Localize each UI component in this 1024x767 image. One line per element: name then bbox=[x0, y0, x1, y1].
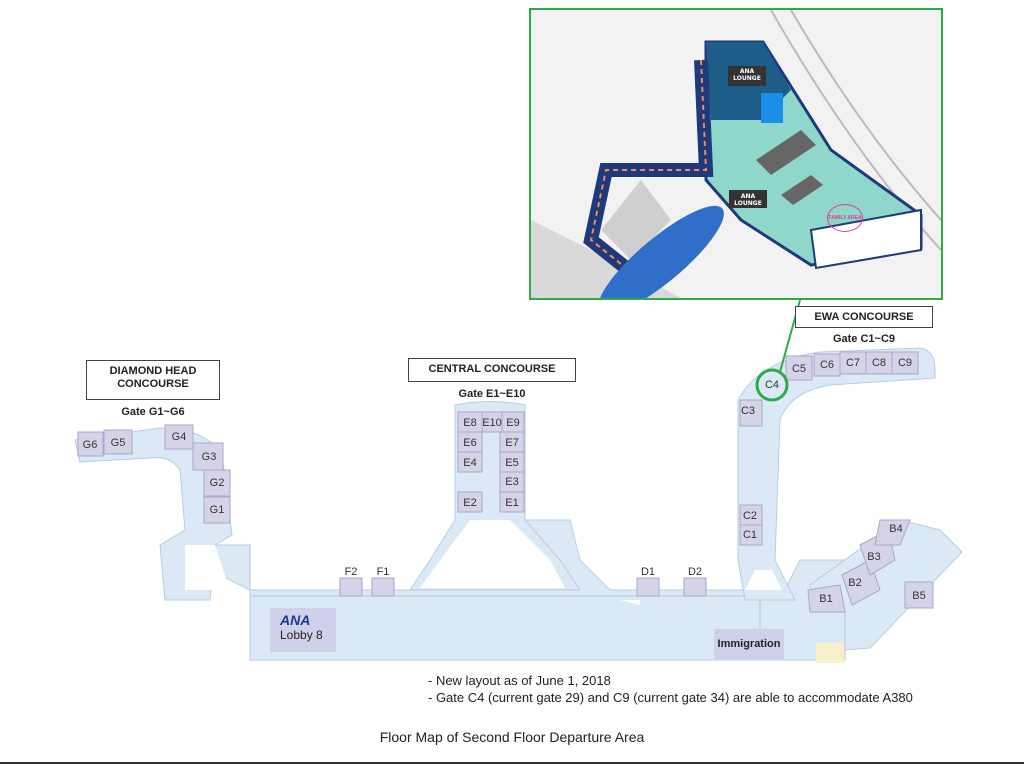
gate-label: G2 bbox=[210, 477, 225, 489]
diamond-head-title-line2: CONCOURSE bbox=[117, 378, 189, 390]
gate-label: B5 bbox=[912, 590, 925, 602]
gate-label: F2 bbox=[345, 566, 358, 578]
map-caption: Floor Map of Second Floor Departure Area bbox=[379, 729, 645, 745]
gate-label: G3 bbox=[202, 451, 217, 463]
yellow-area bbox=[816, 643, 844, 663]
gate-label: G5 bbox=[111, 437, 126, 449]
ewa-concourse-box: EWA CONCOURSE bbox=[795, 306, 933, 328]
gate-label: E5 bbox=[505, 457, 518, 469]
note-line: - New layout as of June 1, 2018 bbox=[428, 673, 611, 688]
gate-label: B2 bbox=[848, 577, 861, 589]
gate-label: C7 bbox=[846, 357, 860, 369]
ana-lobby-8: ANA Lobby 8 bbox=[270, 608, 336, 652]
gate-boxes bbox=[77, 351, 934, 613]
gate-label: D2 bbox=[688, 566, 702, 578]
gate-label: B1 bbox=[819, 593, 832, 605]
central-concourse-box: CENTRAL CONCOURSE bbox=[408, 358, 576, 382]
gate-label: C1 bbox=[743, 529, 757, 541]
gate-label: C9 bbox=[898, 357, 912, 369]
lobby-label: Lobby 8 bbox=[280, 628, 323, 642]
gate-label: F1 bbox=[377, 566, 390, 578]
gate-label: B3 bbox=[867, 551, 880, 563]
ana-lounge-label-mid: ANA LOUNGE bbox=[734, 193, 762, 207]
gate-label: G4 bbox=[172, 431, 187, 443]
gate-label: C8 bbox=[872, 357, 886, 369]
corridor-holes bbox=[185, 520, 782, 605]
gate-label: C5 bbox=[792, 363, 806, 375]
gate-label: B4 bbox=[889, 523, 902, 535]
bottom-divider bbox=[0, 762, 1024, 764]
gate-label: E8 bbox=[463, 417, 476, 429]
gate-label: C2 bbox=[743, 510, 757, 522]
c4-highlight-circle bbox=[755, 368, 789, 402]
gate-label: E7 bbox=[505, 437, 518, 449]
central-gate-range: Gate E1~E10 bbox=[458, 388, 526, 400]
gate-labels: G6 G5 G4 G3 G2 G1 E8 E10 E9 E6 E7 E4 E5 … bbox=[83, 357, 926, 605]
diamond-head-concourse-box: DIAMOND HEAD CONCOURSE bbox=[86, 360, 220, 400]
gate-label: E9 bbox=[506, 417, 519, 429]
map-notes: - New layout as of June 1, 2018 - Gate C… bbox=[428, 672, 913, 706]
diamond-head-title-line1: DIAMOND HEAD bbox=[109, 365, 197, 377]
ewa-gate-range: Gate C1~C9 bbox=[832, 333, 896, 345]
gate-label: E1 bbox=[505, 497, 518, 509]
gate-label: E10 bbox=[482, 417, 502, 429]
gate-label: C3 bbox=[741, 405, 755, 417]
gate-label: G1 bbox=[210, 504, 225, 516]
inset-drawing bbox=[531, 10, 941, 298]
gate-label: C4 bbox=[765, 379, 779, 391]
gate-label: G6 bbox=[83, 439, 98, 451]
gate-label: E4 bbox=[463, 457, 476, 469]
ana-lounge-label-top: ANA LOUNGE bbox=[733, 68, 761, 82]
note-line: - Gate C4 (current gate 29) and C9 (curr… bbox=[428, 690, 913, 705]
ana-brand-logo: ANA bbox=[280, 612, 311, 628]
gate-label: E6 bbox=[463, 437, 476, 449]
gate-label: E2 bbox=[463, 497, 476, 509]
family-area-label: FAMILY AREA bbox=[827, 204, 863, 232]
immigration-area: Immigration bbox=[714, 629, 784, 659]
inset-detail-map: ANA LOUNGE ANA LOUNGE bbox=[529, 8, 943, 300]
gate-label: E3 bbox=[505, 476, 518, 488]
diamond-head-gate-range: Gate G1~G6 bbox=[121, 406, 185, 418]
gate-label: C6 bbox=[820, 359, 834, 371]
gate-label: D1 bbox=[641, 566, 655, 578]
